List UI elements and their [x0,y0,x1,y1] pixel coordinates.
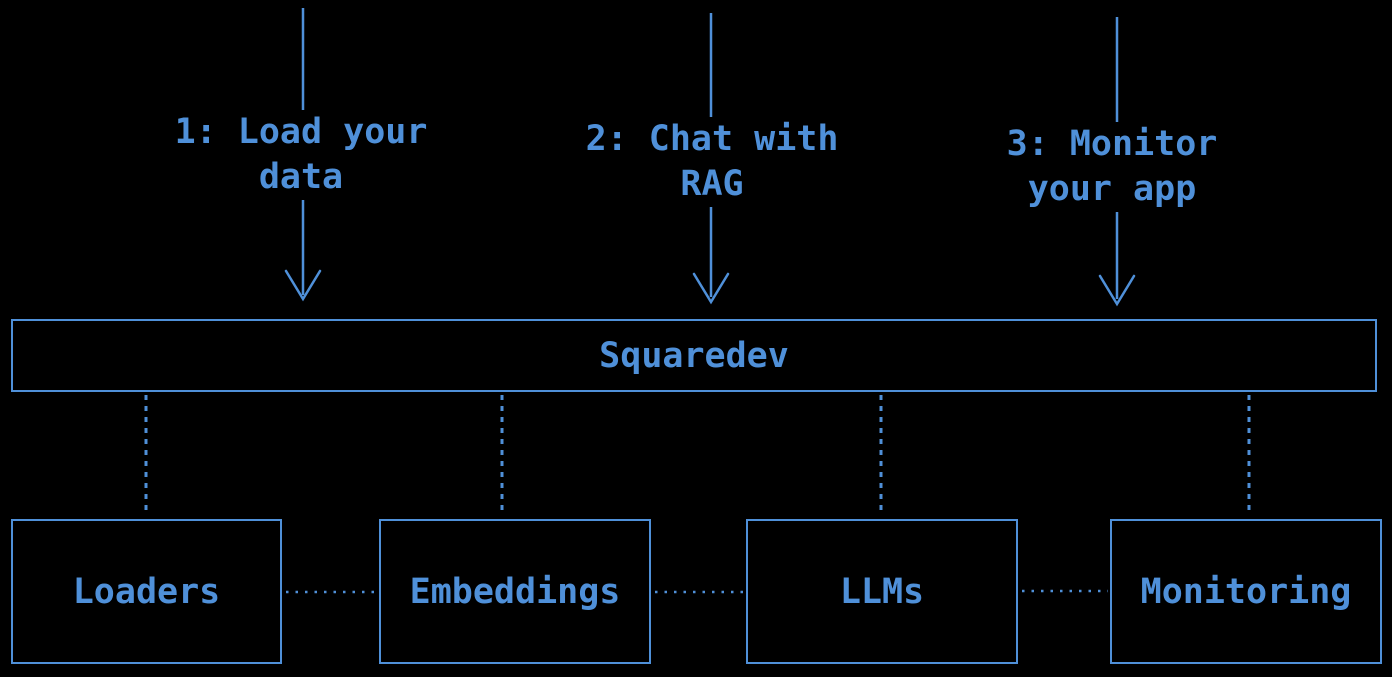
step-label-load-data: 1: Load your data [168,110,434,200]
node-squaredev: Squaredev [11,319,1377,392]
node-loaders: Loaders [11,519,282,664]
node-monitoring: Monitoring [1110,519,1382,664]
node-label: LLMs [839,571,925,612]
node-label: Loaders [72,571,221,612]
node-label: Squaredev [599,335,789,376]
step-label-monitor-app: 3: Monitor your app [1000,122,1224,212]
step-label-line: RAG [680,164,744,204]
node-label: Monitoring [1140,571,1352,612]
step-label-line: data [258,157,344,197]
step-label-line: 3: Monitor [1006,124,1218,164]
arrowhead-down-icon [692,272,730,305]
step-label-line: 1: Load your [174,112,428,152]
arrowhead-down-icon [1098,274,1136,307]
step-label-line: 2: Chat with [585,119,839,159]
step-label-line: your app [1027,169,1197,209]
arrowhead-down-icon [284,269,322,302]
node-llms: LLMs [746,519,1018,664]
step-label-chat-rag: 2: Chat with RAG [579,117,845,207]
node-embeddings: Embeddings [379,519,651,664]
node-label: Embeddings [409,571,621,612]
